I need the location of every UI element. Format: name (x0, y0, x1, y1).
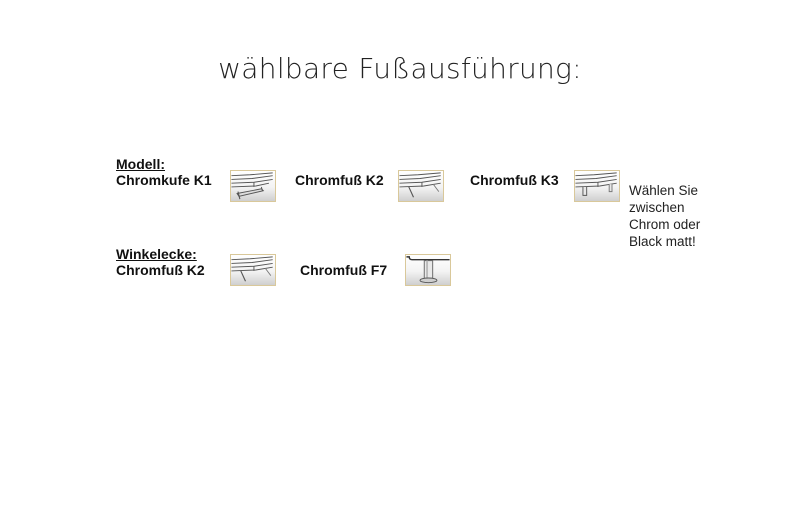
note-line: Wählen Sie (629, 183, 699, 198)
option-label-k2: Chromfuß K2 (295, 172, 384, 188)
option-label-k1: Chromkufe K1 (116, 172, 212, 188)
corner-section: Winkelecke: Chromfuß K2 (116, 246, 205, 278)
option-label-k3: Chromfuß K3 (470, 172, 559, 188)
model-section: Modell: Chromkufe K1 (116, 156, 212, 188)
note-line: zwischen (629, 200, 685, 215)
option-label-f7: Chromfuß F7 (300, 262, 388, 278)
page-title: wählbare Fußausführung: (218, 52, 582, 85)
option-label-corner-k2: Chromfuß K2 (116, 262, 205, 278)
model-heading: Modell: (116, 156, 165, 172)
angled-foot-icon[interactable] (398, 170, 444, 202)
note-line: Chrom oder (629, 217, 701, 232)
sled-foot-icon[interactable] (230, 170, 276, 202)
color-choice-note: Wählen Sie zwischen Chrom oder Black mat… (629, 182, 719, 250)
straight-foot-icon[interactable] (574, 170, 620, 202)
note-line: Black matt! (629, 234, 696, 249)
angled-foot-icon[interactable] (230, 254, 276, 286)
cylinder-foot-icon[interactable] (405, 254, 451, 286)
corner-heading: Winkelecke: (116, 246, 197, 262)
